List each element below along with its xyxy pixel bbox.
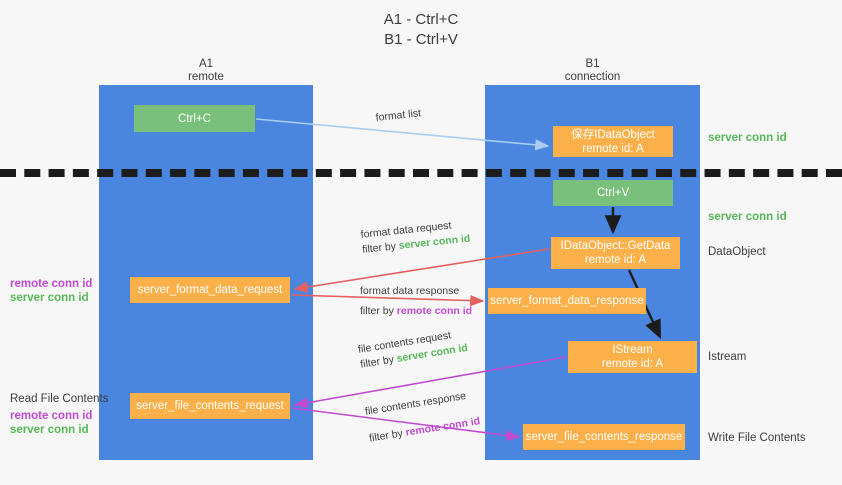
column-a1-role: remote — [188, 71, 224, 83]
arrow-label-format-list-text: format list — [375, 107, 422, 124]
annotation-data-object: DataObject — [708, 246, 766, 258]
node-server-format-data-response[interactable]: server_format_data_response — [488, 288, 646, 314]
arrow-label-format-data-request: format data request filter by server con… — [360, 217, 471, 258]
annotation-format-server-conn-id: server conn id — [10, 292, 89, 304]
node-ctrl-c[interactable]: Ctrl+C — [134, 105, 255, 132]
arrow-label-format-data-response: format data response filter by remote co… — [360, 284, 472, 319]
annotation-read-remote-conn-id: remote conn id — [10, 410, 93, 422]
annotation-write-file-contents: Write File Contents — [708, 432, 806, 444]
column-header-a1: A1 remote — [99, 58, 313, 84]
column-header-b1: B1 connection — [485, 58, 700, 84]
node-idataobject-getdata-remote-id: remote id: A — [584, 254, 647, 266]
phase-divider — [0, 169, 842, 177]
node-server-file-contents-response[interactable]: server_file_contents_response — [523, 424, 685, 450]
arrow-label-format-data-response-filter: filter by remote conn id — [360, 304, 472, 319]
title-line-2: B1 - Ctrl+V — [384, 31, 458, 48]
page-title: A1 - Ctrl+C B1 - Ctrl+V — [0, 10, 842, 50]
annotation-istream: Istream — [708, 351, 747, 363]
column-a1-name: A1 — [198, 58, 214, 70]
node-save-idataobject[interactable]: 保存IDataObject remote id: A — [553, 126, 673, 157]
node-server-file-contents-response-label: server_file_contents_response — [525, 431, 683, 443]
node-ctrl-c-label: Ctrl+C — [178, 112, 211, 125]
node-server-format-data-response-label: server_format_data_response — [490, 295, 644, 307]
column-b1-role: connection — [564, 71, 621, 83]
filter-value-remote-conn-id: remote conn id — [396, 305, 473, 317]
annotation-mid-server-conn-id: server conn id — [708, 211, 787, 223]
node-ctrl-v[interactable]: Ctrl+V — [553, 180, 673, 206]
arrow-label-file-contents-response-text: file contents response — [364, 390, 467, 418]
node-ctrl-v-label: Ctrl+V — [596, 187, 630, 199]
annotation-format-conn-ids: remote conn id server conn id — [10, 277, 92, 305]
node-save-idataobject-label: 保存IDataObject — [571, 128, 655, 141]
filter-prefix: filter by — [368, 426, 407, 445]
node-server-format-data-request-label: server_format_data_request — [137, 284, 283, 296]
annotation-read-file-contents-heading: Read File Contents — [10, 393, 109, 405]
node-server-file-contents-request[interactable]: server_file_contents_request — [130, 393, 290, 419]
filter-prefix: filter by — [360, 305, 397, 317]
annotation-read-server-conn-id: server conn id — [10, 424, 89, 436]
arrow-label-format-list: format list — [375, 106, 422, 126]
title-line-1: A1 - Ctrl+C — [383, 11, 459, 28]
node-idataobject-getdata-label: IDataObject::GetData — [560, 240, 671, 252]
filter-value-remote-conn-id: remote conn id — [404, 415, 481, 439]
arrow-label-file-contents-response: file contents response filter by remote … — [364, 387, 481, 446]
filter-prefix: filter by — [361, 240, 400, 256]
node-server-format-data-request[interactable]: server_format_data_request — [130, 277, 290, 303]
column-b1-name: B1 — [585, 58, 600, 70]
node-server-file-contents-request-label: server_file_contents_request — [136, 400, 284, 412]
arrow-label-file-contents-response-filter: filter by remote conn id — [368, 414, 481, 446]
node-save-idataobject-remote-id: remote id: A — [582, 142, 644, 155]
annotation-format-remote-conn-id: remote conn id — [10, 278, 93, 290]
arrow-label-file-contents-request: file contents request filter by server c… — [357, 326, 469, 373]
node-istream[interactable]: IStream remote id: A — [568, 341, 697, 373]
annotation-top-server-conn-id: server conn id — [708, 132, 787, 144]
node-idataobject-getdata[interactable]: IDataObject::GetData remote id: A — [551, 237, 680, 269]
arrow-label-format-data-response-text: format data response — [360, 285, 460, 297]
node-istream-label: IStream — [612, 344, 653, 356]
annotation-read-file-contents-block: Read File Contents remote conn id server… — [10, 392, 108, 437]
node-istream-remote-id: remote id: A — [601, 358, 664, 370]
